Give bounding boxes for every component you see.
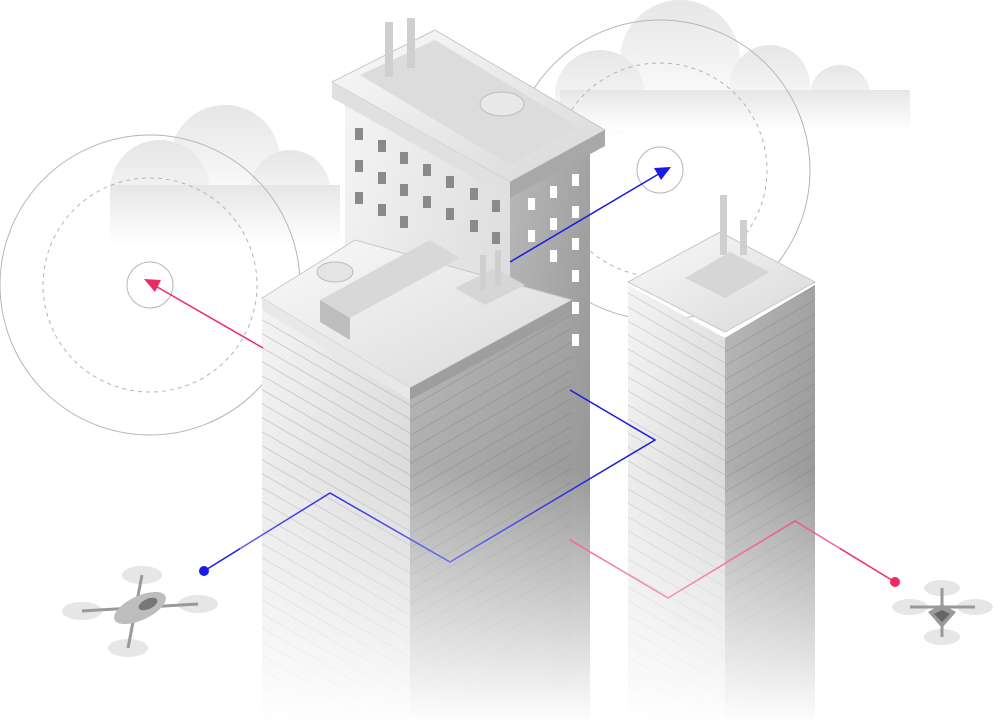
cloud-icon [110,105,340,245]
route-end-dot [890,577,900,587]
route-arrow-icon [654,167,671,180]
route-start-dot [199,566,209,576]
drone-icon [62,566,218,657]
drone-icon [892,580,993,645]
fade-overlay [240,470,840,724]
cloud-icon [555,0,910,140]
route-arrow-icon [144,279,161,292]
